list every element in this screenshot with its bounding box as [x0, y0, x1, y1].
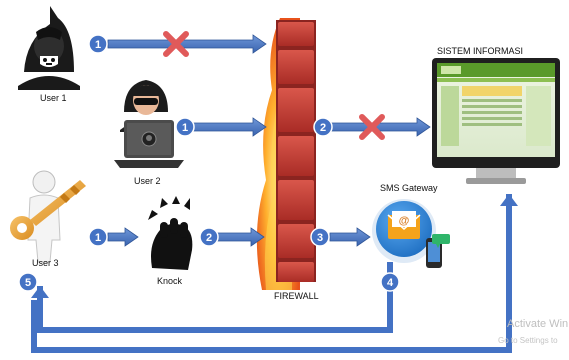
badge-return-step-circle — [18, 272, 38, 292]
user1-hacker-icon — [18, 6, 80, 90]
badge-return-step-number: 5 — [25, 277, 31, 289]
watermark-line2: Go to Settings to — [498, 336, 558, 345]
label-user3: User 3 — [32, 258, 59, 268]
label-sms-gateway: SMS Gateway — [380, 183, 438, 193]
arrow-user3-to-system — [31, 194, 512, 353]
svg-text:@: @ — [399, 215, 410, 227]
arrow-firewall-to-system-blocked — [329, 117, 431, 137]
flow-arrows — [31, 34, 518, 353]
information-system-monitor — [432, 58, 560, 184]
user3-key-figure-icon — [10, 170, 86, 263]
badge-user3-step: 1 — [88, 227, 108, 247]
badge-firewall-step-circle — [310, 227, 330, 247]
badge-knock-step-number: 2 — [206, 232, 212, 244]
badge-knock-step-circle — [199, 227, 219, 247]
user2-hacker-icon — [114, 80, 184, 168]
blocked-marks — [163, 31, 385, 140]
badge-user3-step-number: 1 — [95, 232, 101, 244]
arrow-sms-to-user3-head — [31, 286, 49, 298]
label-knock: Knock — [157, 276, 183, 286]
key-icon — [10, 180, 86, 240]
badge-sms-step-circle — [380, 272, 400, 292]
badge-return-step: 5 — [18, 272, 38, 292]
badge-user2-step: 1 — [175, 117, 195, 137]
blocked-x-user1 — [163, 31, 189, 57]
badge-user2-step-circle — [175, 117, 195, 137]
blocked-x-user1-stroke-b — [163, 31, 189, 57]
sms-gateway-icon: @ — [372, 199, 450, 268]
badge-sms-step-number: 4 — [387, 277, 394, 289]
badge-sms-step: 4 — [380, 272, 400, 292]
badge-user2-step-number: 1 — [182, 122, 188, 134]
badge-blocked-step-circle — [313, 117, 333, 137]
arrow-user3-to-knock — [107, 227, 139, 247]
watermark-line1: Activate Win — [507, 318, 569, 330]
badge-knock-step: 2 — [199, 227, 219, 247]
badge-blocked-step-number: 2 — [320, 122, 326, 134]
badge-user1-step: 1 — [88, 34, 108, 54]
blocked-x-system-stroke-b — [359, 114, 385, 140]
arrow-user2-to-firewall — [191, 117, 267, 137]
arrow-knock-to-firewall — [215, 227, 265, 247]
label-sistem-informasi: SISTEM INFORMASI — [437, 46, 524, 56]
badge-firewall-step: 3 — [310, 227, 330, 247]
arrow-sms-to-user3 — [37, 262, 393, 333]
arrow-user3-to-system-head — [500, 194, 518, 206]
badge-blocked-step: 2 — [313, 117, 333, 137]
arrow-user1-to-firewall — [107, 34, 267, 54]
label-user1: User 1 — [40, 93, 67, 103]
badge-user1-step-number: 1 — [95, 39, 101, 51]
label-user2: User 2 — [134, 176, 161, 186]
label-firewall: FIREWALL — [274, 291, 319, 301]
firewall-icon — [256, 18, 316, 290]
knock-hand-icon — [148, 196, 193, 270]
badge-firewall-step-number: 3 — [317, 232, 323, 244]
step-badges: 1 1 2 1 2 3 4 5 — [18, 34, 400, 292]
blocked-x-system — [359, 114, 385, 140]
badge-user1-step-circle — [88, 34, 108, 54]
arrow-firewall-to-sms — [329, 227, 371, 247]
badge-user3-step-circle — [88, 227, 108, 247]
